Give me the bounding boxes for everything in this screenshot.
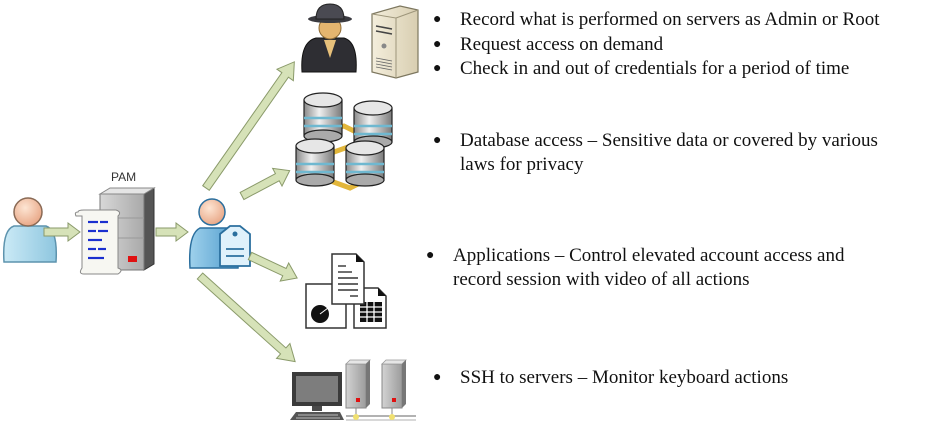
bullet-glyph: ●: [433, 133, 442, 148]
database-cluster-icon: [295, 92, 393, 191]
documents-icon: [305, 253, 387, 329]
bullet-text: laws for privacy: [460, 154, 584, 175]
pam-label: PAM: [111, 170, 137, 184]
bullet-glyph: ●: [433, 12, 442, 27]
tower-server-icon: [345, 359, 371, 420]
arrow-to-database: [239, 167, 291, 201]
pam-led: [128, 256, 137, 262]
bullet-text: record session with video of all actions: [453, 269, 750, 290]
user-icon: [2, 197, 58, 263]
arrow-to-ssh: [196, 272, 296, 363]
database-cylinder: [345, 140, 385, 187]
tag-icon: [219, 225, 251, 267]
text-document: [331, 253, 365, 305]
privileged-user-icon: [188, 198, 251, 269]
bullet-text: Database access – Sensitive data or cove…: [460, 130, 878, 151]
bullet-glyph: ●: [426, 248, 435, 263]
bullet-glyph: ●: [433, 61, 442, 76]
bullet-glyph: ●: [433, 370, 442, 385]
arrow-user-to-pam: [43, 222, 81, 242]
tower-server-icon: [381, 359, 407, 420]
database-cylinder: [303, 92, 343, 143]
bullet-text: Applications – Control elevated account …: [453, 245, 845, 266]
chart-document: [305, 283, 347, 329]
spy-icon: [301, 3, 357, 73]
bullet-text: SSH to servers – Monitor keyboard action…: [460, 367, 789, 388]
monitor-icon: [290, 372, 344, 420]
bullet-glyph: ●: [433, 37, 442, 52]
bullet-text: Request access on demand: [460, 34, 664, 55]
tower-server-icon: [371, 5, 419, 79]
bullet-text: Check in and out of credentials for a pe…: [460, 58, 850, 79]
arrow-to-admin-root: [202, 61, 295, 191]
arrow-pam-to-privileged-user: [155, 222, 189, 242]
bullet-text: Record what is performed on servers as A…: [460, 9, 880, 30]
spy-and-server-icon: [301, 3, 419, 79]
pam-server-icon: [74, 187, 156, 275]
arrow-to-applications: [247, 251, 298, 282]
workstation-servers-icon: [290, 359, 416, 421]
database-cylinder: [295, 138, 335, 187]
